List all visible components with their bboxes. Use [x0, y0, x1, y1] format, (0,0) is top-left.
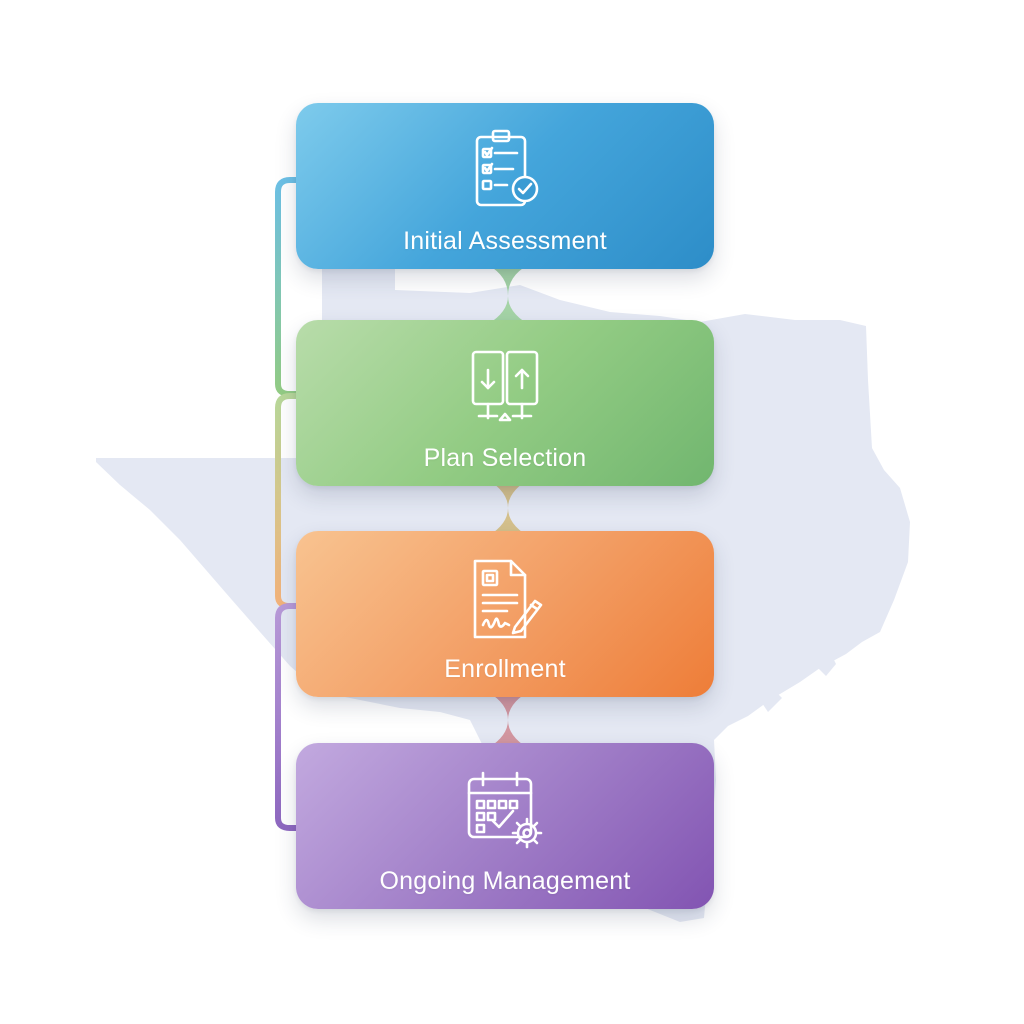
step-ongoing-management: Ongoing Management: [296, 743, 714, 909]
step-initial-assessment: Initial Assessment: [296, 103, 714, 269]
connector-1-2: [275, 177, 301, 397]
compare-plans-icon: [471, 350, 539, 422]
neck-1: [488, 265, 528, 324]
step-label: Plan Selection: [423, 444, 587, 472]
neck-3: [488, 692, 528, 748]
step-plan-selection: Plan Selection: [296, 320, 714, 486]
step-label: Ongoing Management: [379, 867, 631, 895]
step-enrollment: Enrollment: [296, 531, 714, 697]
signed-document-icon: [473, 559, 543, 639]
clipboard-checklist-icon: [475, 129, 539, 207]
step-label: Initial Assessment: [403, 227, 607, 255]
neck-2: [488, 480, 528, 536]
connector-3-4: [275, 603, 301, 831]
connector-2-3: [275, 393, 301, 609]
calendar-gear-icon: [467, 771, 543, 849]
step-label: Enrollment: [444, 655, 566, 683]
